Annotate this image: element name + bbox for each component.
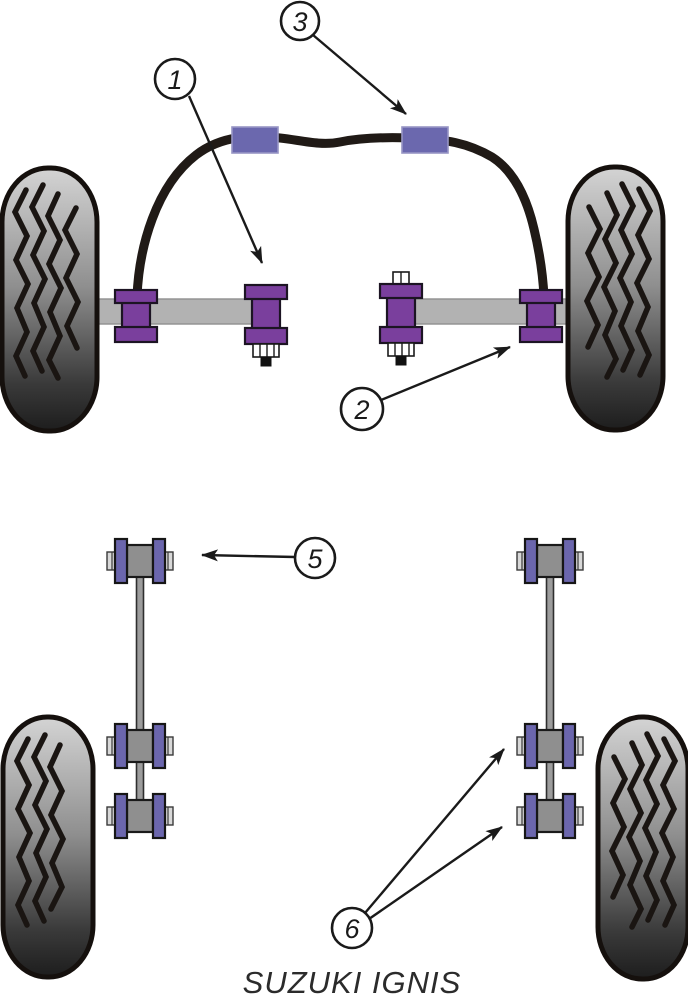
- callout-5-label: 5: [307, 544, 323, 574]
- callout-1-arrow: [187, 95, 264, 264]
- tire-rear-right: [595, 714, 688, 982]
- callout-5-arrow: [201, 549, 296, 562]
- link-bushing-top-left: [105, 537, 175, 585]
- anti-roll-bar: [132, 132, 549, 302]
- front-end-bushing-left: [243, 283, 289, 368]
- arb-bush-left: [231, 126, 279, 154]
- callout-5: 5: [201, 536, 337, 580]
- callout-3-arrow: [312, 34, 407, 115]
- link-bushing-top-right: [515, 537, 585, 585]
- callout-1-circle: [153, 57, 197, 101]
- callout-6-circle: [330, 906, 374, 950]
- callout-3: 3: [279, 0, 407, 115]
- callout-1: 1: [153, 57, 264, 264]
- callout-6: 6: [330, 748, 505, 950]
- tire-front-left: [0, 165, 100, 434]
- link-bushing-bottom-left: [105, 792, 175, 840]
- callout-2-circle: [339, 386, 385, 432]
- callout-6-label: 6: [344, 914, 360, 944]
- front-end-bushing-right: [378, 271, 424, 367]
- callout-3-circle: [279, 0, 321, 42]
- callout-3-label: 3: [292, 7, 307, 37]
- rear-link-left: [105, 537, 175, 840]
- callout-5-circle: [293, 536, 337, 580]
- callout-2: 2: [339, 345, 511, 432]
- rear-link-right: [515, 537, 585, 840]
- callout-6-arrow-upper: [364, 748, 505, 914]
- tire-front-right: [565, 164, 666, 433]
- front-inner-bushing-left: [113, 288, 159, 344]
- link-bushing-mid-left: [105, 722, 175, 770]
- callout-2-label: 2: [353, 395, 369, 425]
- arb-bush-right: [401, 126, 449, 154]
- tire-rear-left: [0, 714, 96, 980]
- link-bushing-mid-right: [515, 722, 585, 770]
- callout-1-label: 1: [167, 65, 182, 95]
- diagram-title: SUZUKI IGNIS: [243, 965, 462, 1000]
- link-bushing-bottom-right: [515, 792, 585, 840]
- callout-6-arrow-lower: [368, 826, 503, 920]
- front-inner-bushing-right: [518, 288, 564, 344]
- callout-2-arrow: [380, 345, 511, 402]
